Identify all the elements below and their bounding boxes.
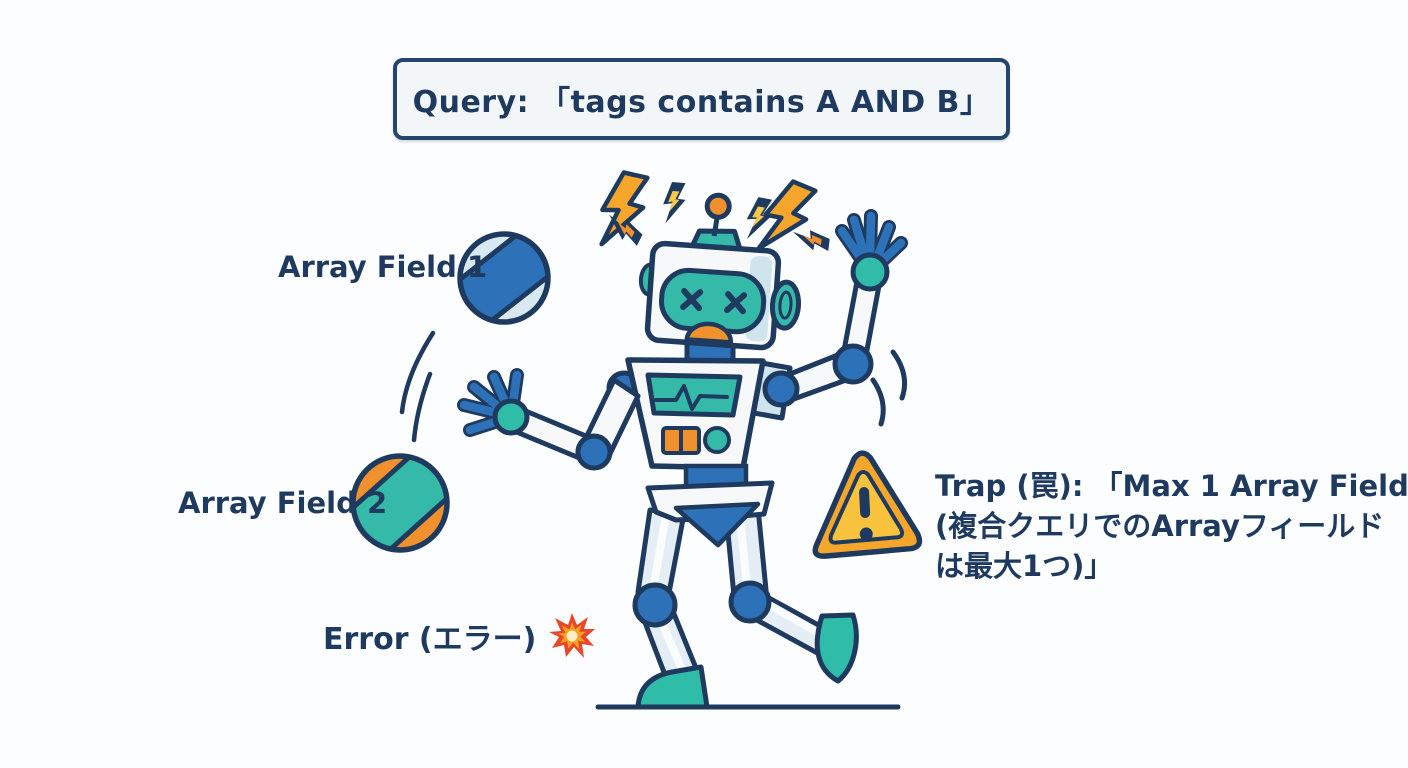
robot-left-arm (457, 368, 641, 471)
warning-triangle-icon (812, 450, 923, 559)
robot-head (638, 192, 802, 351)
trap-note: Trap (罠): 「Max 1 Array Field (複合クエリでのArr… (935, 466, 1408, 586)
ball-trajectory-lines (399, 330, 436, 443)
label-array-field-2: Array Field 2 (178, 486, 388, 520)
explosion-burst-icon (549, 613, 596, 658)
robot-torso (625, 357, 766, 471)
x-eyes (680, 288, 748, 315)
query-title-box: Query: 「tags contains A AND B」 (393, 58, 1010, 140)
robot-right-arm (762, 209, 908, 408)
robot-legs (632, 505, 859, 710)
query-title: Query: 「tags contains A AND B」 (412, 85, 991, 120)
label-array-field-1: Array Field 1 (278, 250, 488, 284)
error-text: Error (エラー) (323, 622, 537, 657)
trap-line-3: は最大1つ)」 (935, 549, 1114, 583)
dazed-robot (457, 192, 908, 710)
trap-line-2: (複合クエリでのArrayフィールド (935, 509, 1385, 543)
trap-line-1: Trap (罠): 「Max 1 Array Field (935, 469, 1408, 503)
motion-arc-lines (870, 349, 907, 427)
label-error: Error (エラー) (323, 612, 596, 660)
